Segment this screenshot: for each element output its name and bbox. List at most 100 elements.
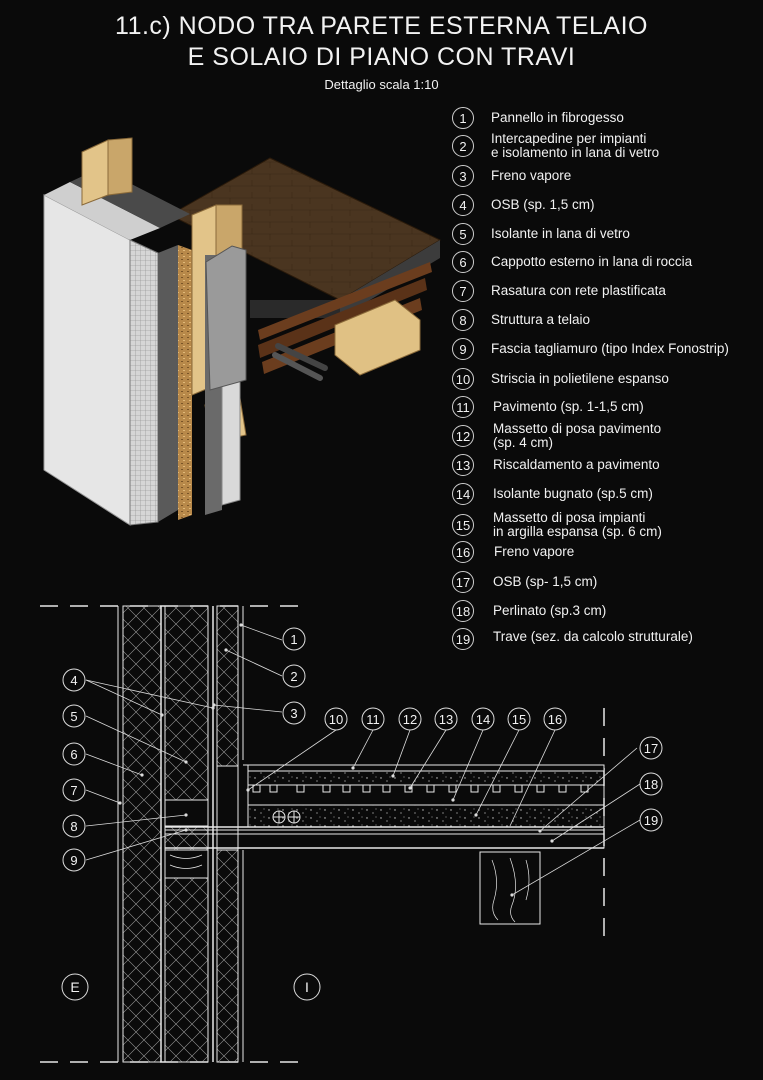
legend-number: 19: [452, 628, 474, 650]
legend-label: OSB (sp. 1,5 cm): [491, 197, 595, 212]
legend-label: Freno vapore: [491, 168, 572, 183]
legend-label: Isolante bugnato (sp.5 cm): [493, 486, 653, 501]
render-top: [44, 182, 160, 240]
callout-15: 15: [512, 712, 526, 727]
legend-number: 17: [452, 571, 474, 593]
legend-number: 16: [452, 541, 474, 563]
legend-label: Pannello in fibrogesso: [491, 110, 624, 125]
legend-number: 7: [452, 280, 474, 302]
section-callouts: 1 2 3 4 5 6 7 8 9 10 11 12 13 14 15 16 1…: [61, 623, 663, 1001]
callout-4: 4: [70, 673, 77, 688]
legend-number: 9: [452, 338, 474, 360]
legend-number: 10: [452, 368, 474, 390]
exterior-label: E: [70, 979, 79, 995]
frame-plate-upper: [164, 799, 209, 827]
legend-item: 10 Striscia in polietilene espanso: [452, 365, 762, 395]
callout-14: 14: [476, 712, 490, 727]
interior-label: I: [305, 979, 309, 995]
legend-item: 17 OSB (sp- 1,5 cm): [452, 568, 762, 598]
legend-number: 14: [452, 483, 474, 505]
rock-wool-layer: [122, 605, 162, 1063]
callout-1: 1: [290, 632, 297, 647]
callout-7: 7: [70, 783, 77, 798]
legend-number: 8: [452, 309, 474, 331]
beam-3d: [334, 299, 421, 376]
legend-number: 11: [452, 396, 474, 418]
mesh-layer-3d: [129, 239, 159, 526]
legend-number: 1: [452, 107, 474, 129]
legend-label: Freno vapore: [494, 544, 575, 559]
callout-9: 9: [70, 853, 77, 868]
heating-pipes-row: [252, 784, 589, 793]
render-layer-3d: [43, 194, 131, 526]
page-subtitle: Dettaglio scala 1:10: [324, 77, 439, 92]
heating-pipes-3d: [272, 343, 328, 381]
beam-section: [479, 851, 541, 925]
callout-12: 12: [403, 712, 417, 727]
legend-label: Massetto di posa impianti in argilla esp…: [493, 510, 662, 539]
legend-item: 16 Freno vapore: [452, 538, 762, 568]
screed-layer: [247, 770, 605, 786]
service-cavity-layer: [216, 605, 239, 767]
service-cavity-layer-lower: [216, 849, 239, 1063]
callout-10: 10: [329, 712, 343, 727]
legend-item: 13 Riscaldamento a pavimento: [452, 451, 762, 481]
legend-number: 13: [452, 454, 474, 476]
frame-plate-lower: [164, 849, 209, 879]
legend-label: Perlinato (sp.3 cm): [493, 603, 607, 618]
legend-label: Rasatura con rete plastificata: [491, 283, 666, 298]
legend-label: Isolante in lana di vetro: [491, 226, 630, 241]
legend-item: 9 Fascia tagliamuro (tipo Index Fonostrip…: [452, 335, 762, 365]
legend-label: Fascia tagliamuro (tipo Index Fonostrip): [491, 341, 729, 356]
legend-number: 15: [452, 514, 474, 536]
callout-3: 3: [290, 706, 297, 721]
page-title-line1: 11.c) NODO TRA PARETE ESTERNA TELAIO: [115, 12, 648, 40]
legend-number: 2: [452, 135, 474, 157]
callout-6: 6: [70, 747, 77, 762]
legend-label: Cappotto esterno in lana di roccia: [491, 254, 693, 269]
legend-number: 12: [452, 425, 474, 447]
callout-17: 17: [644, 741, 658, 756]
callout-16: 16: [548, 712, 562, 727]
legend-item: 7 Rasatura con rete plastificata: [452, 277, 762, 307]
legend-item: 12 Massetto di posa pavimento (sp. 4 cm): [452, 422, 762, 452]
legend-item: 1 Pannello in fibrogesso: [452, 104, 762, 134]
legend-label: Trave (sez. da calcolo strutturale): [493, 629, 693, 644]
legend-item: 18 Perlinato (sp.3 cm): [452, 597, 762, 627]
callout-5: 5: [70, 709, 77, 724]
callout-2: 2: [290, 669, 297, 684]
legend-item: 5 Isolante in lana di vetro: [452, 220, 762, 250]
section-view: [40, 605, 605, 1063]
perlinato-layer: [164, 833, 605, 849]
legend-label: Struttura a telaio: [491, 312, 591, 327]
legend-item: 6 Cappotto esterno in lana di roccia: [452, 248, 762, 278]
bump-insulation: [247, 784, 605, 806]
legend-label: Massetto di posa pavimento (sp. 4 cm): [493, 421, 662, 450]
clay-screed-layer: [247, 804, 605, 828]
callout-11: 11: [366, 712, 380, 727]
legend-number: 5: [452, 223, 474, 245]
callout-18: 18: [644, 777, 658, 792]
legend-label: OSB (sp- 1,5 cm): [493, 574, 598, 589]
axonometric-view: [43, 137, 442, 526]
legend-item: 4 OSB (sp. 1,5 cm): [452, 191, 762, 221]
legend-label: Intercapedine per impianti e isolamento …: [491, 131, 660, 160]
legend-label: Riscaldamento a pavimento: [493, 457, 660, 472]
osb-3d: [178, 245, 192, 520]
legend-label: Striscia in polietilene espanso: [491, 371, 669, 386]
legend-item: 14 Isolante bugnato (sp.5 cm): [452, 480, 762, 510]
legend-number: 4: [452, 194, 474, 216]
page-title-line2: E SOLAIO DI PIANO CON TRAVI: [187, 43, 576, 71]
callout-8: 8: [70, 819, 77, 834]
osb-floor: [164, 829, 605, 835]
legend-number: 6: [452, 251, 474, 273]
callout-19: 19: [644, 813, 658, 828]
floor-finish: [247, 764, 605, 772]
legend-item: 8 Struttura a telaio: [452, 306, 762, 336]
legend-item: 15 Massetto di posa impianti in argilla e…: [452, 511, 762, 541]
legend-number: 18: [452, 600, 474, 622]
legend-item: 19 Trave (sez. da calcolo strutturale): [452, 625, 762, 655]
